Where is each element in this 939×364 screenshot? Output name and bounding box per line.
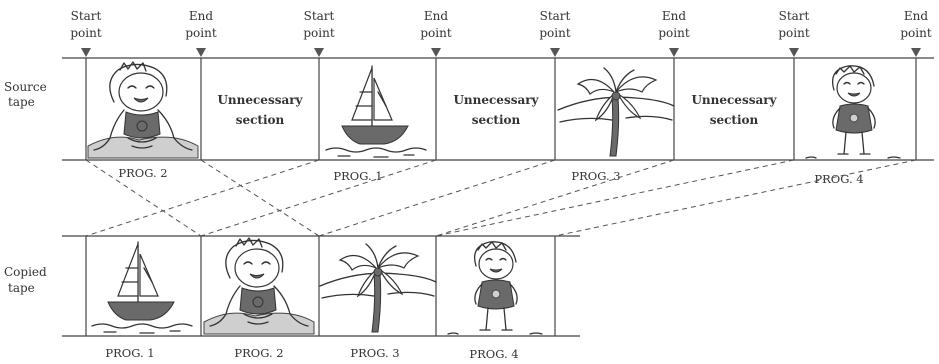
end-point-marker: End point xyxy=(185,9,216,40)
marker-label-line1: Start xyxy=(304,9,335,23)
marker-label-line2: point xyxy=(70,26,101,40)
boy-sitting-illustration xyxy=(87,61,199,159)
copied-tape-label: Copied tape xyxy=(4,265,47,295)
marker-label-line2: point xyxy=(420,26,451,40)
source-program-labels: PROG. 2 PROG. 1 PROG. 3 PROG. 4 xyxy=(118,166,863,186)
marker-label-line2: point xyxy=(658,26,689,40)
marker-label-line2: point xyxy=(900,26,931,40)
mapping-line xyxy=(85,159,202,237)
start-point-marker: Start point xyxy=(539,9,570,40)
source-program-label: PROG. 2 xyxy=(118,166,167,180)
girl-standing-illustration xyxy=(805,65,901,159)
copied-program-labels: PROG. 1 PROG. 2 PROG. 3 PROG. 4 xyxy=(105,346,518,361)
marker-label-line2: point xyxy=(185,26,216,40)
marker-label-line1: Start xyxy=(71,9,102,23)
mapping-line xyxy=(435,159,795,237)
mapping-line xyxy=(85,159,320,237)
unnecessary-label-line2: section xyxy=(710,113,759,127)
unnecessary-label-line1: Unnecessary xyxy=(217,93,303,107)
marker-label-line2: point xyxy=(778,26,809,40)
source-tape: Unnecessary section Unnecessary section … xyxy=(62,57,934,161)
copied-program-label: PROG. 4 xyxy=(469,347,518,361)
unnecessary-section: Unnecessary section xyxy=(217,93,303,127)
end-point-marker: End point xyxy=(420,9,451,40)
triangle-marker-icon xyxy=(669,48,679,57)
triangle-marker-icon xyxy=(196,48,206,57)
source-tape-label: Source tape xyxy=(4,80,47,109)
start-point-marker: Start point xyxy=(303,9,334,40)
marker-label-line2: point xyxy=(539,26,570,40)
marker-label-line1: End xyxy=(189,9,213,23)
marker-triangles xyxy=(81,48,921,57)
marker-label-line1: Start xyxy=(540,9,571,23)
marker-label-line2: point xyxy=(303,26,334,40)
unnecessary-section: Unnecessary section xyxy=(691,93,777,127)
source-program-label: PROG. 1 xyxy=(333,169,382,183)
copied-program-label: PROG. 1 xyxy=(105,346,154,360)
start-point-marker: Start point xyxy=(778,9,809,40)
marker-label-line1: Start xyxy=(779,9,810,23)
end-point-marker: End point xyxy=(900,9,931,40)
unnecessary-label-line1: Unnecessary xyxy=(453,93,539,107)
copied-program-label: PROG. 2 xyxy=(234,346,283,360)
triangle-marker-icon xyxy=(911,48,921,57)
unnecessary-label-line2: section xyxy=(236,113,285,127)
unnecessary-section: Unnecessary section xyxy=(453,93,539,127)
palm-tree-illustration xyxy=(557,67,675,157)
palm-tree-illustration xyxy=(319,243,437,333)
copy-mapping-lines xyxy=(85,159,917,237)
unnecessary-label-line1: Unnecessary xyxy=(691,93,777,107)
marker-label-line1: End xyxy=(662,9,686,23)
source-program-label: PROG. 4 xyxy=(814,172,863,186)
triangle-marker-icon xyxy=(550,48,560,57)
copied-tape xyxy=(62,235,580,337)
copied-program-label: PROG. 3 xyxy=(350,346,399,360)
mapping-line xyxy=(435,159,675,237)
triangle-marker-icon xyxy=(314,48,324,57)
end-point-marker: End point xyxy=(658,9,689,40)
triangle-marker-icon xyxy=(431,48,441,57)
marker-label-line1: End xyxy=(424,9,448,23)
girl-standing-illustration xyxy=(447,241,543,335)
sailboat-illustration xyxy=(325,65,427,158)
source-tape-label-line2: tape xyxy=(8,95,35,109)
sailboat-illustration xyxy=(91,241,193,334)
mapping-line xyxy=(200,159,320,237)
start-point-marker: Start point xyxy=(70,9,101,40)
boy-sitting-illustration xyxy=(203,237,315,335)
marker-label-line1: End xyxy=(904,9,928,23)
source-tape-label-line1: Source xyxy=(4,80,47,94)
source-program-label: PROG. 3 xyxy=(571,169,620,183)
mapping-line xyxy=(200,159,437,237)
point-markers: Start point End point Start point End po… xyxy=(70,9,931,40)
triangle-marker-icon xyxy=(81,48,91,57)
copied-tape-label-line1: Copied xyxy=(4,265,47,279)
mapping-line xyxy=(554,159,917,237)
unnecessary-label-line2: section xyxy=(472,113,521,127)
copied-tape-label-line2: tape xyxy=(8,281,35,295)
triangle-marker-icon xyxy=(789,48,799,57)
